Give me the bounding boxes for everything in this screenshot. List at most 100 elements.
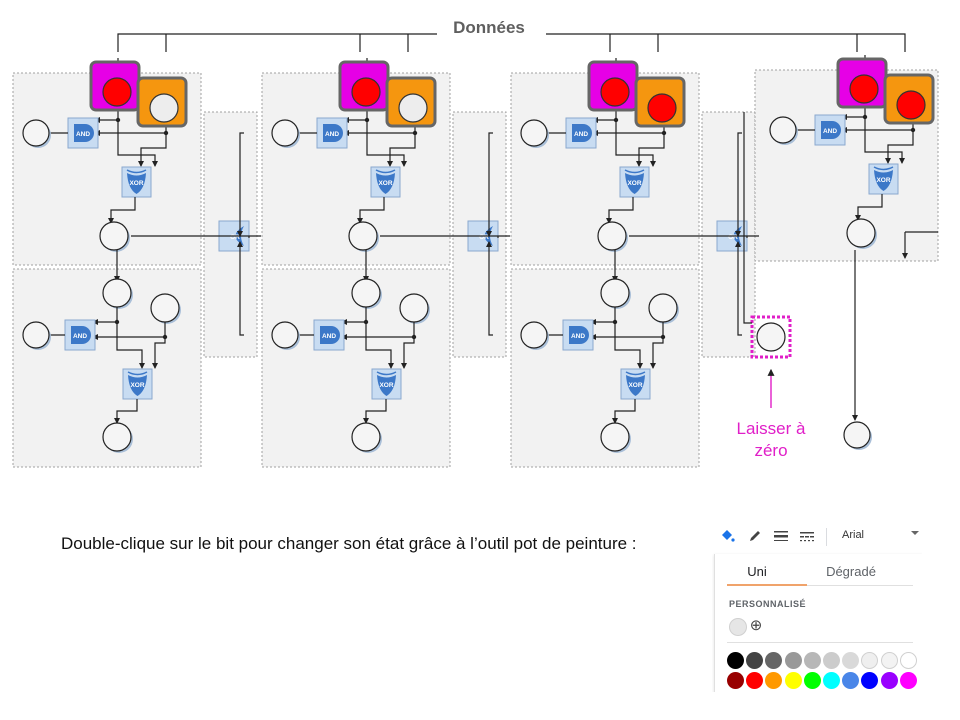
color-swatch[interactable] [784, 672, 802, 689]
color-swatch[interactable] [880, 652, 898, 669]
wire-node-circle[interactable] [351, 422, 382, 453]
wire-node-circle[interactable] [399, 293, 430, 324]
node-ring [600, 422, 630, 452]
node-ring [102, 422, 132, 452]
color-swatch[interactable] [861, 652, 879, 669]
xor-arc [625, 371, 646, 376]
color-popup: Uni Dégradé PERSONNALISÉ ⊕ [714, 554, 922, 692]
line-dash-icon[interactable] [798, 527, 816, 545]
wire-node-circle[interactable] [99, 221, 130, 252]
node-ring [843, 421, 871, 449]
wire-node-circle[interactable] [846, 218, 877, 249]
and-gate-label: AND [325, 131, 339, 138]
and-gate: AND [565, 117, 597, 149]
color-swatch[interactable] [899, 672, 917, 689]
color-swatch[interactable] [861, 672, 879, 689]
xor-gate: XOR [371, 368, 402, 400]
bit-on-indicator [600, 77, 630, 107]
zero-note-line1: Laisser à [736, 419, 806, 438]
bit-toggle[interactable] [338, 60, 390, 112]
bit-toggle[interactable] [836, 57, 888, 109]
wire-node-circle[interactable] [22, 321, 51, 350]
wire-node-circle[interactable] [648, 293, 679, 324]
color-swatch[interactable] [727, 672, 744, 689]
swatch-divider [727, 642, 913, 643]
node-ring [597, 221, 627, 251]
color-swatch[interactable] [822, 652, 840, 669]
junction-dot [115, 117, 121, 123]
and-shape [572, 124, 592, 142]
xor-gate-label: XOR [129, 180, 143, 187]
line-weight-icon[interactable] [772, 527, 790, 545]
wire-node-circle[interactable] [351, 278, 382, 309]
xor-gate: XOR [620, 368, 651, 400]
wire-node-circle[interactable] [769, 116, 798, 145]
bit-toggle[interactable] [883, 73, 935, 125]
tab-solid[interactable]: Uni [747, 564, 767, 579]
color-swatch[interactable] [842, 672, 860, 689]
color-swatch[interactable] [842, 652, 860, 669]
add-custom-color-icon[interactable]: ⊕ [749, 617, 763, 634]
color-swatch[interactable] [880, 672, 898, 689]
wire [735, 132, 742, 237]
wire-node-circle[interactable] [271, 321, 300, 350]
pen-icon[interactable] [746, 527, 764, 545]
color-swatch[interactable] [899, 652, 917, 669]
color-swatch[interactable] [727, 652, 744, 669]
and-shape [320, 326, 340, 344]
wire-node-circle[interactable] [271, 119, 300, 148]
bit-toggle[interactable] [136, 76, 188, 128]
junction-dot [114, 319, 120, 325]
bit-toggle[interactable] [89, 60, 141, 112]
xor-gate: XOR [122, 368, 153, 400]
wire-node-circle[interactable] [520, 321, 549, 350]
color-swatch[interactable] [803, 652, 821, 669]
junction-dot [411, 334, 417, 340]
wire-node-circle[interactable] [597, 221, 628, 252]
and-gate-label: AND [322, 333, 336, 340]
wire-node-circle[interactable] [520, 119, 549, 148]
node-ring [99, 221, 129, 251]
and-gate-label: AND [73, 333, 87, 340]
tab-divider [727, 585, 913, 586]
carry-in-bit[interactable] [750, 315, 792, 359]
color-swatch[interactable] [765, 672, 783, 689]
and-gate: AND [316, 117, 348, 149]
bit-on-indicator [647, 93, 677, 123]
wire-node-circle[interactable] [150, 293, 181, 324]
wire-node-circle[interactable] [348, 221, 379, 252]
xor-gate-label: XOR [130, 382, 144, 389]
or-gate-label: OR [230, 234, 240, 241]
tab-gradient[interactable]: Dégradé [826, 564, 876, 579]
xor-gate-label: XOR [876, 177, 890, 184]
node-ring [22, 119, 50, 147]
bit-toggle[interactable] [634, 76, 686, 128]
wire [237, 241, 244, 336]
wire-node-circle[interactable] [22, 119, 51, 148]
xor-gate-label: XOR [379, 382, 393, 389]
junction-dot [862, 114, 868, 120]
xor-shape [626, 375, 645, 396]
custom-color-swatch[interactable] [729, 618, 747, 636]
wire-node-circle[interactable] [843, 421, 872, 450]
color-swatch[interactable] [803, 672, 821, 689]
paint-bucket-icon[interactable] [718, 527, 736, 545]
and-shape [569, 326, 589, 344]
bit-toggle[interactable] [587, 60, 639, 112]
color-swatch[interactable] [746, 672, 764, 689]
wire [357, 197, 385, 224]
color-swatch[interactable] [822, 672, 840, 689]
wire-node-circle[interactable] [102, 422, 133, 453]
font-family-select[interactable]: Arial [842, 529, 865, 541]
color-swatch[interactable] [765, 652, 783, 669]
wire-node-circle[interactable] [102, 278, 133, 309]
wire-node-circle[interactable] [600, 422, 631, 453]
color-swatch[interactable] [746, 652, 764, 669]
bit-toggle[interactable] [385, 76, 437, 128]
custom-colors-label: PERSONNALISÉ [729, 599, 807, 609]
node-ring [520, 321, 548, 349]
color-swatch[interactable] [784, 652, 802, 669]
and-shape [821, 121, 841, 139]
chevron-down-icon[interactable] [911, 531, 919, 535]
